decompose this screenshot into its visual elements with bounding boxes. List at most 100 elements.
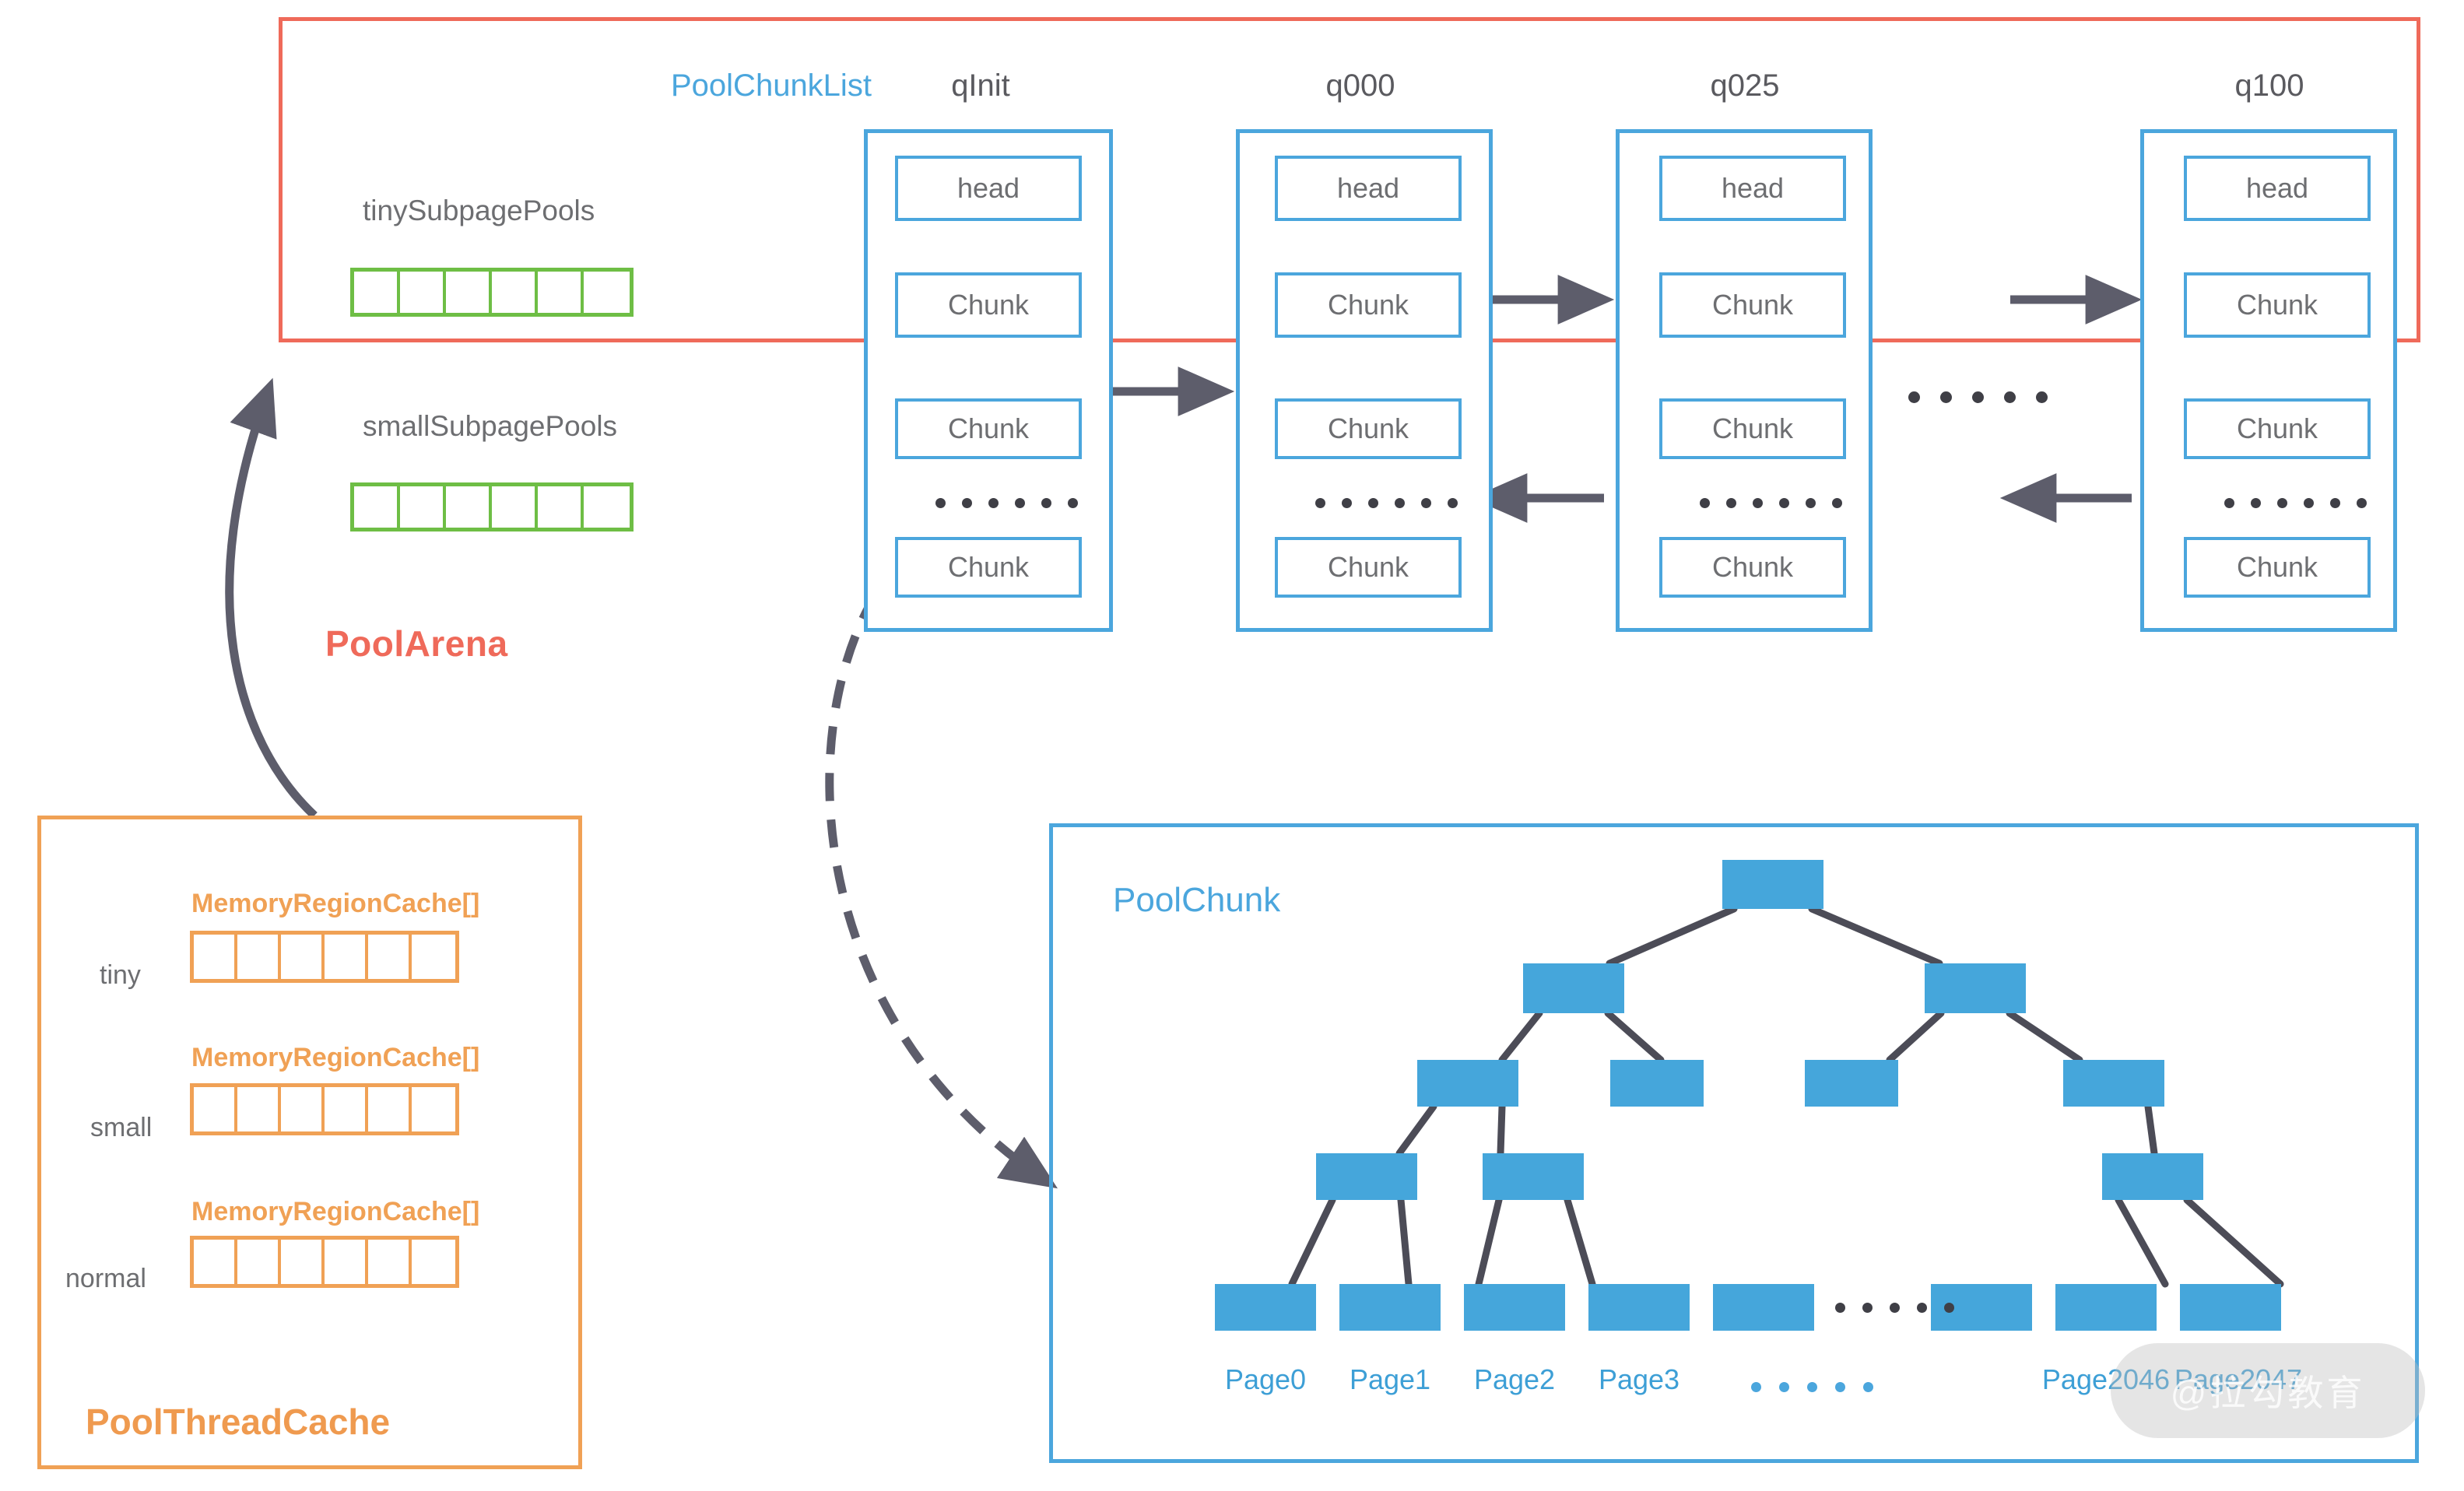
chunklist-title-q100: q100 (2234, 68, 2304, 103)
small-subpage-pools-title: smallSubpagePools (363, 410, 618, 442)
tree-leaf-page2[interactable] (1464, 1284, 1565, 1331)
page-label-2047: Page2047 (2174, 1363, 2303, 1395)
cache-cell (194, 935, 237, 979)
memory-region-cache-title-normal: MemoryRegionCache[] (191, 1197, 480, 1226)
cache-cell (368, 1240, 412, 1284)
pool-arena-label: PoolArena (325, 623, 508, 664)
tree-node-d3-a[interactable] (1316, 1153, 1417, 1200)
pool-thread-cache-label: PoolThreadCache (86, 1402, 391, 1442)
page-label-0: Page0 (1224, 1363, 1307, 1395)
page-label-2046: Page2046 (2041, 1363, 2171, 1395)
cache-cell (237, 1087, 281, 1131)
chunk-node-head[interactable]: head (1275, 156, 1462, 221)
tiny-subpage-pools-title: tinySubpagePools (363, 195, 595, 226)
chunklist-title-q000: q000 (1325, 68, 1395, 103)
tree-leaf-extra[interactable] (1713, 1284, 1814, 1331)
cache-cell (412, 1087, 455, 1131)
cache-cell (325, 1087, 368, 1131)
cache-cell (325, 935, 368, 979)
cache-cell (281, 1087, 325, 1131)
chunk-node[interactable]: Chunk (1275, 537, 1462, 598)
subpage-pool-cell (446, 486, 492, 528)
watermark: @拉勾教育 (2111, 1343, 2425, 1438)
cache-cell (368, 935, 412, 979)
page-label-1: Page1 (1349, 1363, 1431, 1395)
cache-cell (281, 935, 325, 979)
memory-region-cache-array-tiny (190, 931, 459, 983)
chunklist-ellipsis-qinit (935, 498, 1078, 508)
subpage-pool-cell (538, 486, 584, 528)
tree-leaf-page2047[interactable] (2180, 1284, 2281, 1331)
chunk-node[interactable]: Chunk (2184, 272, 2371, 338)
chunk-node[interactable]: Chunk (1659, 398, 1846, 459)
memory-region-cache-title-tiny: MemoryRegionCache[] (191, 889, 480, 918)
subpage-pool-cell (492, 486, 538, 528)
cache-cell (281, 1240, 325, 1284)
subpage-pool-cell (400, 486, 446, 528)
tree-leaf-page0[interactable] (1215, 1284, 1316, 1331)
tree-node-d2-b[interactable] (1610, 1060, 1704, 1107)
page-label-ellipsis (1751, 1382, 1873, 1392)
tiny-subpage-pools-array (350, 268, 634, 317)
subpage-pool-cell (354, 272, 400, 313)
pool-chunklist-label: PoolChunkList (671, 68, 872, 103)
cache-cell (237, 1240, 281, 1284)
chunklist-ellipsis-q100 (2224, 498, 2367, 508)
chunk-node[interactable]: Chunk (895, 398, 1082, 459)
page-label-2: Page2 (1473, 1363, 1556, 1395)
tree-node-d2-d[interactable] (2063, 1060, 2164, 1107)
pool-chunk-container (1049, 823, 2419, 1463)
chunklist-title-q025: q025 (1710, 68, 1780, 103)
memory-region-cache-array-normal (190, 1236, 459, 1288)
cache-row-label-tiny: tiny (100, 960, 141, 990)
page-label-3: Page3 (1598, 1363, 1680, 1395)
chunklist-title-qinit: qInit (951, 68, 1010, 103)
tree-node-d2-a[interactable] (1417, 1060, 1518, 1107)
cache-row-label-small: small (90, 1113, 153, 1142)
pool-thread-cache-container (37, 816, 582, 1469)
subpage-pool-cell (584, 486, 630, 528)
chunk-node[interactable]: Chunk (2184, 398, 2371, 459)
tree-node-root[interactable] (1722, 860, 1823, 909)
chunk-node[interactable]: Chunk (895, 537, 1082, 598)
tree-leaf-page1[interactable] (1339, 1284, 1441, 1331)
cache-row-label-normal: normal (65, 1264, 146, 1293)
tree-leaf-page2046[interactable] (2055, 1284, 2157, 1331)
subpage-pool-cell (446, 272, 492, 313)
chunklist-ellipsis-q025 (1700, 498, 1842, 508)
tree-node-d2-c[interactable] (1805, 1060, 1898, 1107)
cache-cell (237, 935, 281, 979)
chunk-node[interactable]: Chunk (1659, 272, 1846, 338)
tree-leaf-ellipsis (1835, 1303, 1954, 1313)
chunk-node-head[interactable]: head (2184, 156, 2371, 221)
cache-cell (412, 935, 455, 979)
chunk-node[interactable]: Chunk (1659, 537, 1846, 598)
subpage-pool-cell (492, 272, 538, 313)
cache-cell (325, 1240, 368, 1284)
memory-region-cache-array-small (190, 1083, 459, 1135)
small-subpage-pools-array (350, 482, 634, 531)
cache-cell (194, 1087, 237, 1131)
subpage-pool-cell (584, 272, 630, 313)
cache-cell (194, 1240, 237, 1284)
chunk-node[interactable]: Chunk (895, 272, 1082, 338)
chunk-node[interactable]: Chunk (1275, 398, 1462, 459)
memory-region-cache-title-small: MemoryRegionCache[] (191, 1043, 480, 1072)
chunk-node-head[interactable]: head (1659, 156, 1846, 221)
tree-leaf-page3[interactable] (1588, 1284, 1690, 1331)
pool-chunk-label: PoolChunk (1113, 881, 1281, 919)
tree-node-d1-right[interactable] (1925, 963, 2026, 1013)
chunklist-between-ellipsis (1908, 391, 2048, 403)
subpage-pool-cell (400, 272, 446, 313)
subpage-pool-cell (538, 272, 584, 313)
subpage-pool-cell (354, 486, 400, 528)
chunk-node[interactable]: Chunk (2184, 537, 2371, 598)
tree-node-d1-left[interactable] (1523, 963, 1624, 1013)
tree-node-d3-b[interactable] (1483, 1153, 1584, 1200)
chunk-node-head[interactable]: head (895, 156, 1082, 221)
cache-cell (412, 1240, 455, 1284)
cache-cell (368, 1087, 412, 1131)
chunk-node[interactable]: Chunk (1275, 272, 1462, 338)
tree-node-d3-c[interactable] (2102, 1153, 2203, 1200)
